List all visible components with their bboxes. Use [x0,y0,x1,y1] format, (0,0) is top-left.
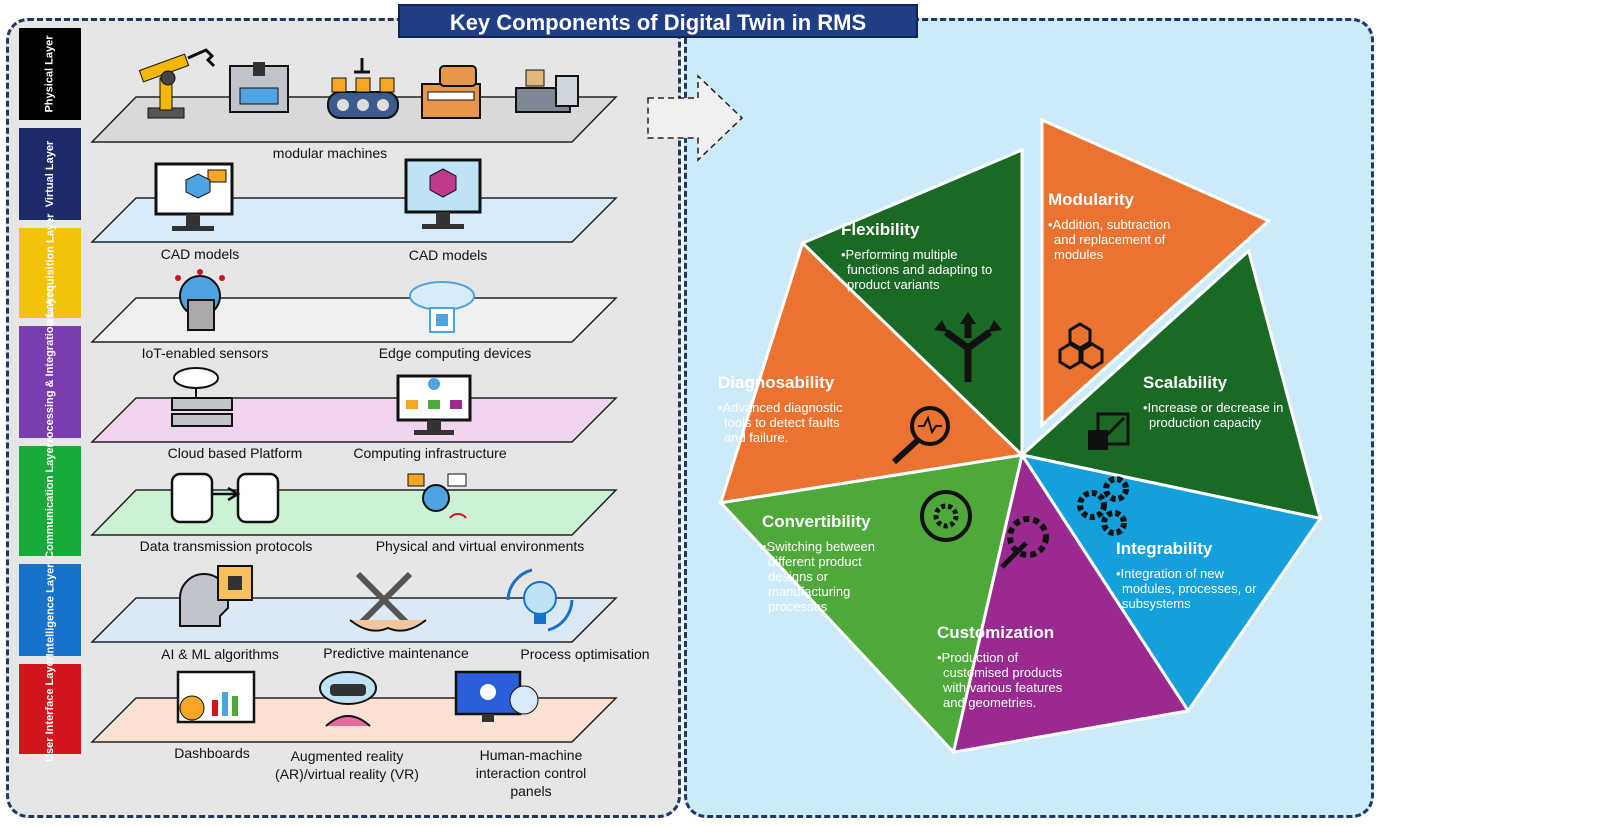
label-edge-computing: Edge computing devices [378,345,532,361]
label-iot-sensors: IoT-enabled sensors [141,345,269,361]
platform-communication [90,489,618,536]
label-physical-virtual: Physical and virtual environments [375,538,585,554]
component-title-integrability: Integrability [1116,539,1213,558]
cloud-server-icon [171,367,233,427]
packaging-machine-icon [515,69,579,113]
iot-sensor-icon [175,269,225,331]
label-data-transmission: Data transmission protocols [139,538,313,554]
platform-physical [90,96,618,143]
component-title-customization: Customization [937,623,1054,642]
layer-tab-virtual: Virtual Layer [19,128,81,220]
label-cloud-platform: Cloud based Platform [167,445,303,461]
gears-icon [1077,476,1129,536]
branching-arrows-icon [934,312,1002,382]
robot-arm-icon [138,48,216,119]
component-title-convertibility: Convertibility [762,512,871,531]
conveyor-icon [327,58,399,119]
vr-headset-icon [319,671,377,727]
label-process-optimisation: Process optimisation [520,646,650,662]
database-transfer-icon [170,472,280,524]
layer-tab-intelligence: Intelligence Layer [19,564,81,656]
label-cad-models-1: CAD models [160,246,240,262]
label-computing-infrastructure: Computing infrastructure [353,445,507,461]
label-hmi-panels: Human-machine interaction control panels [475,747,587,799]
hmi-panel-icon [454,670,539,722]
page-title: Key Components of Digital Twin in RMS [398,4,918,38]
printer-machine-icon [229,62,289,113]
layer-tab-data-acquisition: Data Acquisition Layer [19,214,81,332]
layer-tab-data-processing: Data Processing & Integration Layer [19,287,81,477]
label-modular-machines: modular machines [272,145,388,161]
computing-monitor-icon [396,374,472,435]
network-globe-icon [407,473,467,519]
label-dashboards: Dashboards [174,745,250,761]
component-title-flexibility: Flexibility [841,220,920,239]
gear-cycle-icon [920,490,972,542]
maintenance-hands-icon [349,571,427,632]
label-ai-ml: AI & ML algorithms [161,646,279,662]
layer-tab-physical: Physical Layer [19,28,81,120]
dashboard-icon [176,670,256,724]
layer-tab-communication: Communication Layer [19,443,81,559]
arrow-right-icon [647,74,744,162]
wrench-gear-icon [1000,516,1049,569]
layer-tab-user-interface: User Interface Layer [19,656,81,762]
label-ar-vr: Augmented reality (AR)/virtual reality (… [275,748,419,782]
component-title-scalability: Scalability [1143,373,1228,392]
cad-monitor-icon [154,162,234,231]
edge-computing-icon [409,281,475,333]
platform-data-acquisition [90,297,618,343]
lathe-machine-icon [421,65,481,119]
scale-up-icon [1088,412,1130,450]
component-title-modularity: Modularity [1048,190,1134,209]
label-predictive-maintenance: Predictive maintenance [323,645,469,661]
ai-head-icon [179,565,253,627]
hexagon-cluster-icon [1058,322,1104,370]
magnifier-pulse-icon [891,406,950,465]
cad-cube-monitor-icon [404,158,482,229]
label-cad-models-2: CAD models [408,247,488,263]
optimisation-bulb-icon [506,568,574,632]
component-title-diagnosability: Diagnosability [718,373,835,392]
